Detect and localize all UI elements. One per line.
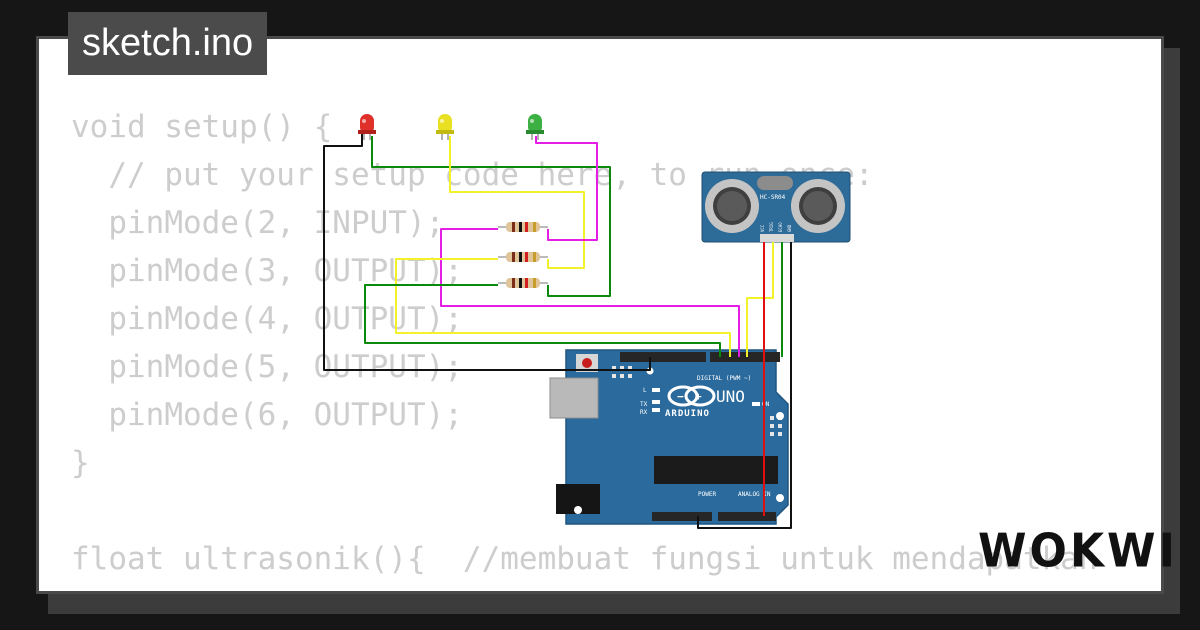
wire-green[interactable]: [364, 284, 721, 357]
file-tab[interactable]: sketch.ino: [68, 12, 268, 75]
on-led: [752, 402, 760, 406]
microcontroller-chip: [654, 456, 778, 484]
on-label: ON: [762, 401, 770, 408]
code-line: digitalWrite(2, LOW);: [71, 583, 1098, 591]
code-line: pinMode(4, OUTPUT);: [71, 301, 463, 337]
code-card: void setup() { // put your setup code he…: [36, 36, 1164, 594]
board-model: UNO: [716, 387, 745, 406]
tx-led: [652, 400, 660, 404]
l-label: L: [643, 387, 647, 394]
wokwi-logo: WOKWI: [978, 524, 1178, 579]
digital-header-right: [710, 352, 780, 362]
tx-label: TX: [640, 401, 648, 408]
resistor[interactable]: [498, 222, 548, 232]
code-line: }: [71, 445, 90, 481]
wire-magenta[interactable]: [440, 228, 740, 357]
power-label: POWER: [698, 491, 716, 498]
sensor-model: HC-SR04: [760, 194, 786, 201]
led-red[interactable]: [358, 114, 376, 140]
wire-yellow[interactable]: [746, 242, 774, 357]
led-green[interactable]: [526, 114, 544, 140]
wire-green[interactable]: [371, 136, 611, 297]
resistor[interactable]: [498, 252, 548, 262]
rx-label: RX: [640, 409, 648, 416]
led-yellow[interactable]: [436, 114, 454, 140]
sensor-pin-label: VCC: [760, 224, 765, 232]
code-line: void setup() {: [71, 109, 333, 145]
wire-yellow[interactable]: [395, 258, 731, 357]
board-brand: ARDUINO: [665, 409, 710, 419]
rx-led: [652, 408, 660, 412]
reset-button[interactable]: [582, 358, 592, 368]
arduino-logo: − +: [667, 385, 716, 407]
sensor-pin-header: [760, 234, 794, 242]
wire-black[interactable]: [323, 133, 651, 371]
svg-text:−: −: [677, 390, 684, 403]
code-line: pinMode(6, OUTPUT);: [71, 397, 463, 433]
usb-port: [549, 377, 599, 419]
resistor[interactable]: [498, 278, 548, 288]
wires: [323, 133, 792, 529]
code-line: float ultrasonik(){ //membuat fungsi unt…: [71, 541, 1098, 577]
sensor-crystal: [757, 176, 793, 190]
digital-label: DIGITAL (PWM ~): [697, 375, 751, 382]
power-header: [652, 512, 712, 521]
code-line: pinMode(5, OUTPUT);: [71, 349, 463, 385]
sensor-pin-label: GND: [787, 224, 792, 232]
analog-header: [718, 512, 776, 521]
digital-header-left: [620, 352, 706, 362]
svg-text:+: +: [695, 390, 702, 403]
code-line: pinMode(3, OUTPUT);: [71, 253, 463, 289]
arduino-uno-board[interactable]: − + UNO ARDUINO DIGITAL (PWM ~) POWER AN…: [549, 349, 789, 525]
sensor-pin-label: TRIG: [769, 222, 774, 232]
wire-yellow[interactable]: [449, 136, 585, 269]
wire-magenta[interactable]: [535, 136, 598, 241]
l-led: [652, 388, 660, 392]
code-line: pinMode(2, INPUT);: [71, 205, 445, 241]
hc-sr04-sensor[interactable]: HC-SR04 VCC TRIG ECHO GND: [701, 171, 851, 243]
sensor-pin-label: ECHO: [778, 222, 783, 232]
wire-black[interactable]: [697, 242, 792, 529]
analog-label: ANALOG IN: [738, 491, 771, 498]
